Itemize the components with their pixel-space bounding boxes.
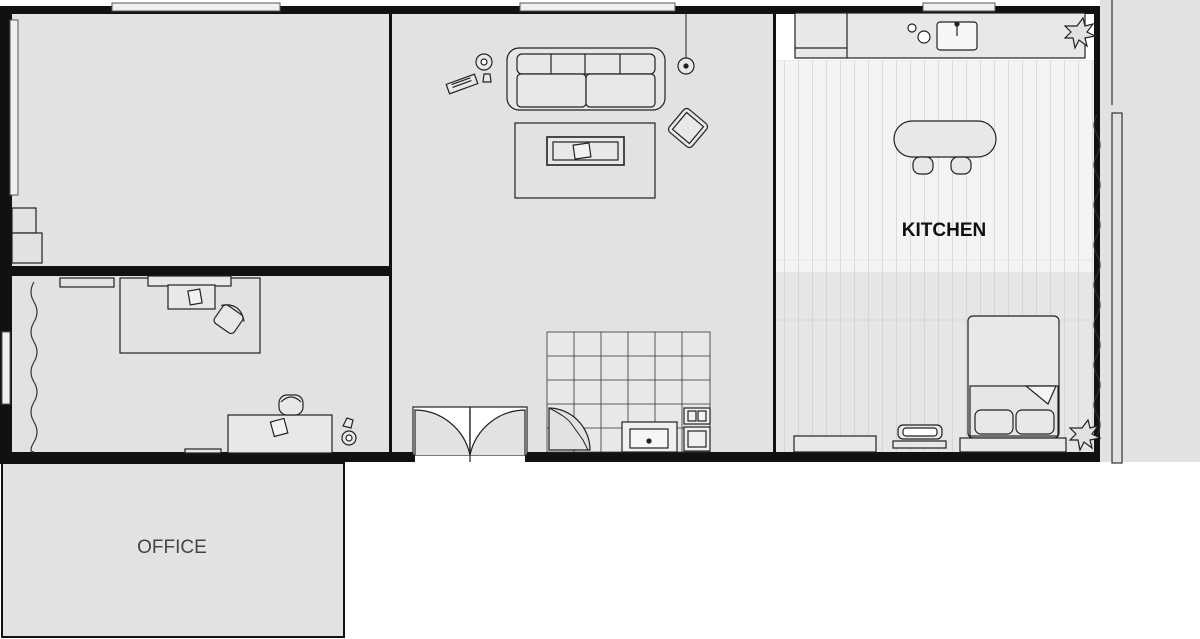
plant-kitchen [1063, 16, 1097, 50]
living-furniture [412, 14, 711, 462]
bed [959, 315, 1067, 453]
remote [445, 73, 479, 95]
kitchen-furniture [793, 12, 1102, 453]
hob-2 [917, 30, 931, 44]
nightstand-2 [11, 232, 43, 264]
washer-stack [683, 407, 711, 452]
lamp-study [341, 417, 357, 446]
wall-bottom-right [525, 452, 1098, 462]
windows [1, 2, 996, 405]
shelf [59, 277, 115, 288]
window-left-high [9, 19, 19, 196]
radiator [184, 448, 222, 454]
chair-desk [278, 394, 304, 416]
nightstand-1 [11, 207, 37, 234]
bath-tap [646, 438, 652, 444]
curtains [30, 114, 1101, 453]
window-1 [111, 2, 281, 12]
floor-bedroom [10, 10, 390, 270]
entrance-doors [412, 406, 528, 462]
armchair [667, 107, 709, 149]
chair-study [213, 304, 245, 335]
floor-lamp-living [677, 14, 695, 75]
shower [548, 407, 591, 451]
dining-table [893, 120, 997, 175]
floor-kitchen [775, 60, 1097, 272]
shower-curtain [548, 407, 589, 451]
plant-bedroom [1068, 418, 1102, 452]
bedroom-furniture [11, 207, 43, 264]
book-study [187, 288, 203, 306]
wall-partition-kitchen [773, 6, 776, 452]
sofa [506, 47, 666, 111]
book-desk [269, 417, 289, 438]
bench [793, 435, 877, 453]
hob-1 [907, 23, 917, 33]
wall-bottom-left [0, 452, 415, 462]
curtain-kitchen [1093, 114, 1101, 436]
floor-office [1, 462, 345, 638]
window-3 [922, 2, 996, 12]
balcony-railing [1111, 0, 1123, 464]
office-label: OFFICE [137, 537, 207, 558]
curtain-study [30, 281, 38, 453]
kitchen-label: KITCHEN [902, 220, 986, 241]
wall-bedroom-study [0, 266, 392, 276]
wall-partition [389, 6, 392, 462]
study-furniture [59, 275, 357, 454]
side-table-living [475, 53, 493, 83]
book-living [572, 142, 592, 160]
rug-bed [892, 424, 947, 449]
window-left-low [1, 331, 11, 405]
window-2 [519, 2, 676, 12]
